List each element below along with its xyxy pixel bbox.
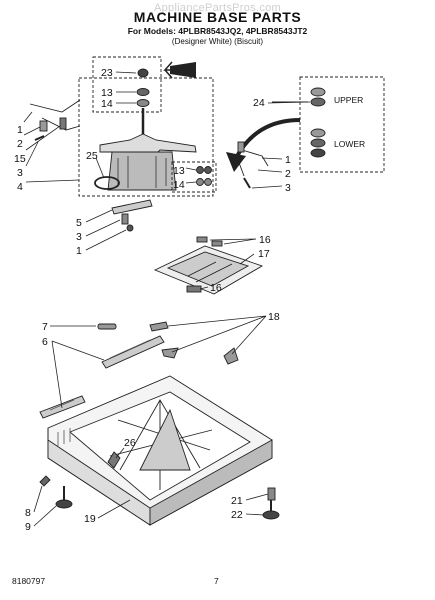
part-9-foot [55, 499, 73, 509]
upper-bearing [310, 87, 326, 97]
part-3-right-pin [243, 177, 251, 189]
leader-lines [23, 71, 311, 527]
part-18-clip-b [161, 347, 179, 359]
callout-26: 26 [124, 437, 136, 449]
callout-25: 25 [86, 150, 98, 162]
part-3-pin-left [34, 135, 45, 141]
callout-9: 9 [25, 521, 31, 533]
callout-4: 4 [17, 181, 23, 193]
part-6-rail-upper [101, 335, 165, 369]
callout-17: 17 [258, 248, 270, 260]
part-8-nut [39, 475, 51, 487]
lower-bearing [310, 128, 326, 138]
callout-8: 8 [25, 507, 31, 519]
callout-19: 19 [84, 513, 96, 525]
assembly-enclosure [78, 77, 214, 197]
callout-24: 24 [253, 97, 265, 109]
machine-base-frame [47, 375, 273, 526]
callout-5: 5 [76, 217, 82, 229]
callout-numbers: 23 13 14 1 2 15 3 25 4 13 14 24 1 2 3 5 … [14, 67, 291, 533]
part-15-bushing [59, 117, 67, 130]
part-2-clip [39, 120, 48, 132]
part-22-foot [262, 510, 280, 520]
callout-16-lower: 16 [210, 282, 222, 294]
arrow-head-icon [170, 62, 196, 78]
callout-14-right: 14 [173, 179, 185, 191]
part-1-lower-screw [126, 224, 134, 232]
callout-1-lower: 1 [76, 245, 82, 257]
part-3-lower-pin [121, 213, 129, 225]
callout-15: 15 [14, 153, 26, 165]
part-23-cap [137, 68, 149, 78]
linkage-arm-right [237, 149, 269, 177]
page-number: 7 [214, 576, 219, 586]
part-16-clip-b [186, 285, 202, 293]
callout-6: 6 [42, 336, 48, 348]
part-21-leg [267, 487, 276, 501]
top-assembly-group [29, 56, 217, 197]
publication-number: 8180797 [12, 576, 46, 586]
callout-3-lower: 3 [76, 231, 82, 243]
part-13-washer [136, 88, 150, 96]
callout-7: 7 [42, 321, 48, 333]
model-color-variants: (Designer White) (Biscuit) [171, 37, 264, 46]
lower-label: LOWER [334, 139, 365, 149]
callout-3-right: 3 [285, 182, 291, 194]
part-5-bracket [111, 199, 153, 215]
part-26-clip [107, 451, 121, 469]
callout-22: 22 [231, 509, 243, 521]
part-14-right-seal [196, 178, 204, 186]
callout-1-right: 1 [285, 154, 291, 166]
part-14-seal [136, 99, 150, 107]
callout-18: 18 [268, 311, 280, 323]
part-16-clip-a [196, 236, 208, 243]
callout-13-top: 13 [101, 87, 113, 99]
part-18-clip-c [223, 347, 239, 365]
detail-box-top [92, 56, 162, 113]
callout-23: 23 [101, 67, 113, 79]
callout-14-top: 14 [101, 98, 113, 110]
plate-17-group [153, 236, 264, 295]
callout-2-right: 2 [285, 168, 291, 180]
brake-parts-group [111, 199, 153, 232]
callout-2-left: 2 [17, 138, 23, 150]
part-25-ring [94, 176, 120, 190]
rail-parts-group [39, 321, 239, 419]
linkage-arm-left [29, 99, 81, 131]
detail-box-right [171, 161, 217, 193]
callout-1-left: 1 [17, 124, 23, 136]
callout-21: 21 [231, 495, 243, 507]
part-6-rail-lower [39, 395, 86, 419]
callout-3-left: 3 [17, 167, 23, 179]
diagram-title: MACHINE BASE PARTS [133, 9, 302, 25]
callout-16-top: 16 [259, 234, 271, 246]
upper-label: UPPER [334, 95, 363, 105]
callout-13-right: 13 [173, 165, 185, 177]
site-watermark: AppliancePartsPros.com [153, 2, 282, 14]
part-2-right-clip [237, 141, 245, 153]
model-numbers: For Models: 4PLBR8543JQ2, 4PLBR8543JT2 [127, 26, 308, 36]
part-18-clip-a [149, 321, 169, 332]
bearing-detail-panel [226, 76, 385, 189]
part-13-right-washer [196, 166, 204, 174]
part-7-pad [97, 323, 117, 330]
